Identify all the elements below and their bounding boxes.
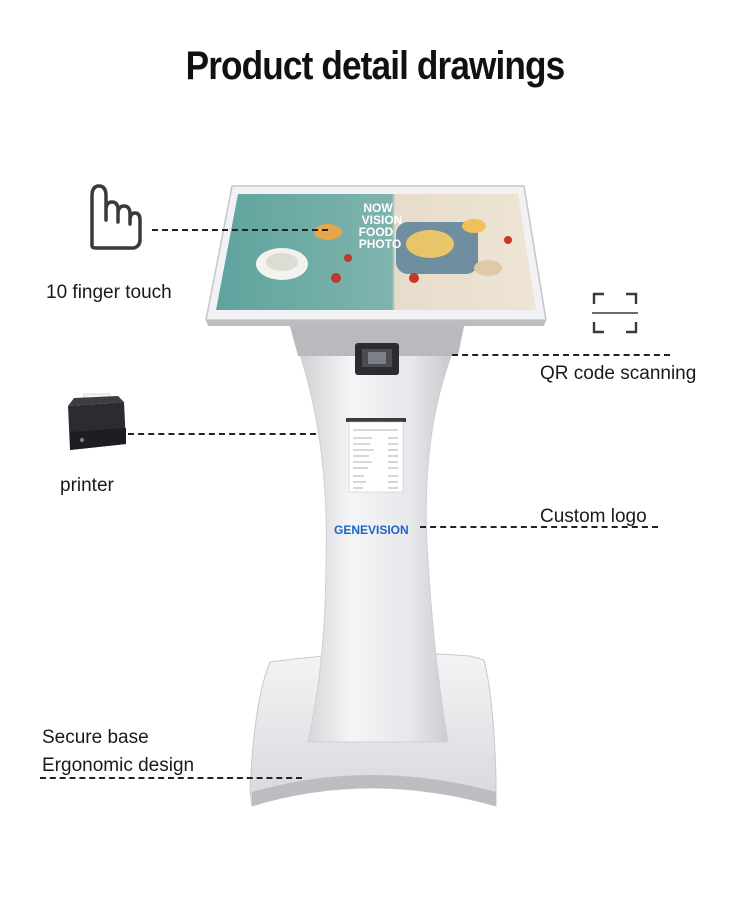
scan-frame-icon — [592, 292, 638, 334]
base-label-line2: Ergonomic design — [42, 755, 195, 776]
logo-label: Custom logo — [540, 506, 647, 527]
base-connector-line — [40, 777, 302, 779]
touch-connector-line — [152, 229, 328, 231]
receipt-printer-icon — [68, 393, 126, 450]
printer-label: printer — [60, 475, 114, 496]
printer-connector-line — [128, 433, 316, 435]
screen-ad-line4: PHOTO — [359, 237, 401, 251]
base-label-line1: Secure base — [42, 727, 149, 748]
brand-logo: GENEVISION — [334, 523, 409, 537]
logo-connector-line — [420, 526, 658, 528]
screen-ad-line3: FOOD — [359, 225, 394, 239]
receipt-slip — [346, 418, 406, 493]
page-title: Product detail drawings — [185, 44, 566, 88]
qr-connector-line — [452, 354, 670, 356]
screen-ad-line1: NOW — [363, 201, 393, 215]
touch-label: 10 finger touch — [46, 282, 172, 303]
screen-ad-line2: VISION — [362, 213, 403, 227]
kiosk-pole — [289, 325, 465, 743]
qr-label: QR code scanning — [540, 363, 697, 384]
kiosk-screen: NOW VISION FOOD PHOTO — [205, 185, 547, 326]
qr-scanner — [355, 343, 399, 375]
hand-pointer-icon — [90, 184, 142, 250]
